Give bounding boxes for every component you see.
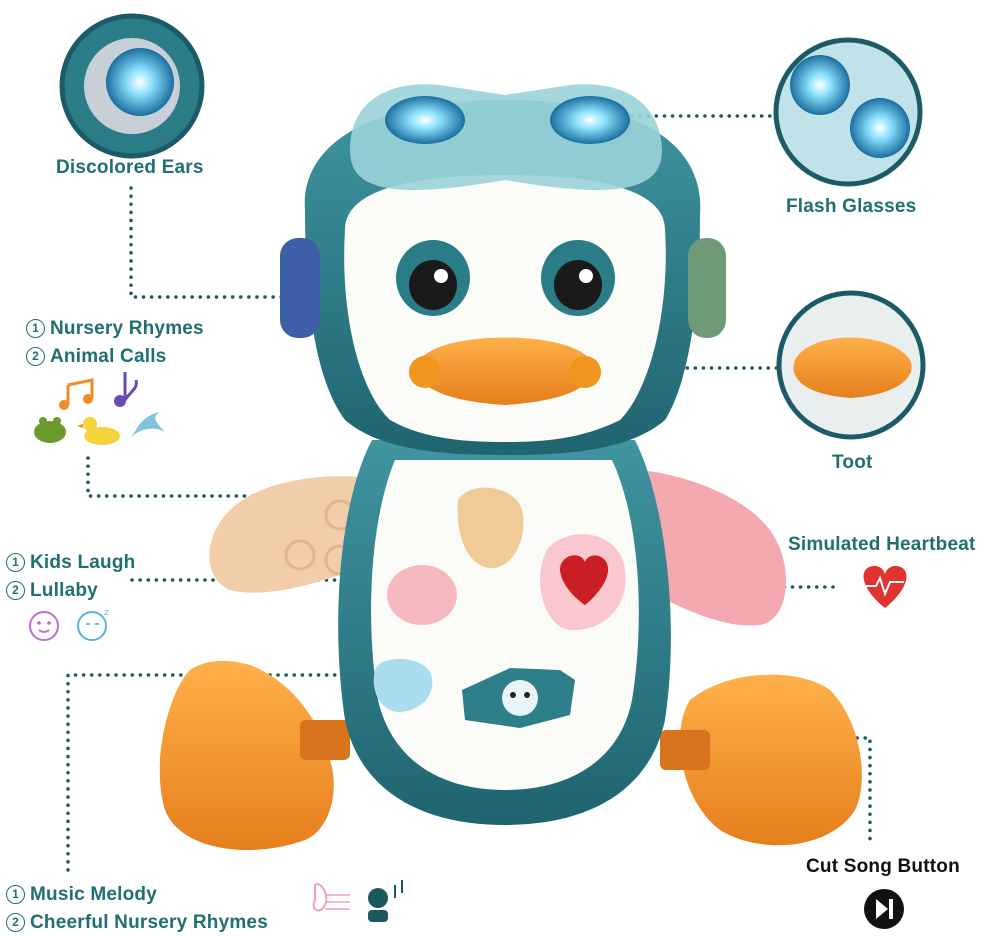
music-sheet-icon <box>312 883 350 912</box>
discolored-ears-label: Discolored Ears <box>56 157 204 178</box>
bell-button <box>387 565 457 625</box>
beak-zoom-circle <box>776 290 926 440</box>
sleeping-baby-icon: z <box>77 608 109 641</box>
svg-text:z: z <box>104 608 109 618</box>
hand-button <box>457 487 524 569</box>
left-foot <box>159 660 350 850</box>
beak <box>417 337 593 405</box>
right-foot <box>660 674 862 846</box>
left-wing <box>209 476 380 593</box>
cut-song-button-label: Cut Song Button <box>806 856 960 877</box>
singer-icon <box>368 880 403 922</box>
glasses-zoom-circle <box>773 37 923 187</box>
duck-icon <box>77 417 120 445</box>
baby-face-icon <box>29 611 59 641</box>
heart-pulse-icon <box>863 565 907 608</box>
music-note-icon <box>59 372 138 410</box>
frog-icon <box>34 417 66 443</box>
ear-zoom-circle <box>59 13 205 159</box>
toot-label: Toot <box>832 452 873 473</box>
simulated-heartbeat-label: Simulated Heartbeat <box>788 534 976 555</box>
music-button <box>373 658 433 712</box>
bird-icon <box>130 412 165 438</box>
skip-next-icon <box>864 889 904 929</box>
flash-glasses-label: Flash Glasses <box>786 196 917 217</box>
